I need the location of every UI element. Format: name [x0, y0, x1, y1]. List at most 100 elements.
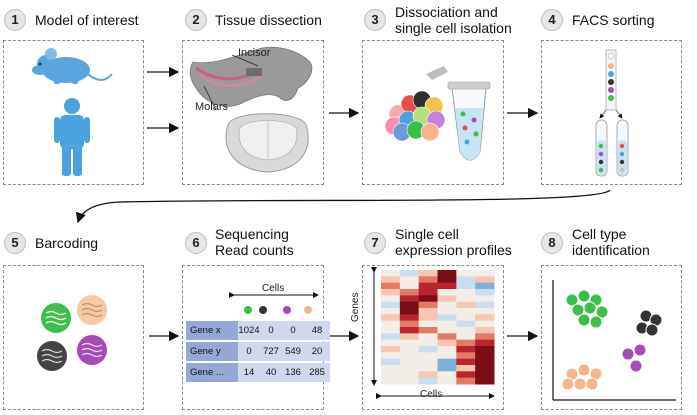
- scatter-cell: [621, 347, 635, 361]
- heatmap-cell: [437, 320, 457, 328]
- heatmap-cell: [456, 301, 476, 309]
- scatter-cell: [577, 313, 591, 327]
- heatmap-cell: [399, 270, 420, 277]
- heatmap-cell: [399, 346, 420, 353]
- scatter-cell: [561, 377, 575, 391]
- heatmap-cell: [418, 320, 438, 328]
- heatmap-cell: [437, 352, 457, 360]
- step-8-number: 8: [541, 232, 563, 254]
- heatmap-cell: [437, 295, 457, 303]
- heatmap-cell: [437, 365, 457, 372]
- heatmap-cell: [456, 276, 476, 284]
- count-cell: 0: [260, 321, 282, 340]
- heatmap-cell: [456, 371, 476, 379]
- heatmap-cell: [381, 371, 401, 379]
- heatmap-cell: [381, 289, 401, 296]
- heatmap-cell: [456, 289, 476, 296]
- heatmap-cell: [475, 276, 495, 284]
- heatmap-cell: [418, 352, 438, 360]
- heatmap-cell: [381, 270, 401, 277]
- counts-cells-label: Cells: [262, 283, 285, 294]
- heatmap-cell: [399, 327, 420, 334]
- heatmap-cell: [456, 358, 476, 366]
- heatmap-cell: [399, 371, 420, 379]
- heatmap-cell: [418, 295, 438, 303]
- heatmap-cell: [381, 333, 401, 341]
- heatmap-cell: [475, 301, 495, 309]
- human-icon: [54, 98, 90, 176]
- heatmap-cell: [418, 308, 438, 315]
- panel-identification: [541, 265, 682, 410]
- barcode-cell-icon-purple: [77, 335, 107, 365]
- scatter-cell: [585, 377, 599, 391]
- heatmap-cell: [475, 371, 495, 379]
- count-cell: 0: [238, 342, 260, 361]
- step-8-title-line2: identification: [572, 242, 650, 258]
- column-dot: [244, 306, 252, 314]
- step-4-number: 4: [541, 9, 563, 31]
- heatmap-cell: [456, 270, 476, 277]
- heatmap-cell: [399, 377, 420, 385]
- step-6-title-line2: Read counts: [215, 242, 294, 258]
- heatmap-cell: [399, 320, 420, 328]
- count-cell: 48: [304, 321, 330, 340]
- heatmap-cell: [475, 377, 495, 385]
- heatmap-cell: [418, 270, 438, 277]
- heatmap-cell: [399, 308, 420, 315]
- heatmap-cell: [381, 314, 401, 322]
- heatmap-cell: [475, 327, 495, 334]
- heatmap-x-label: Cells: [420, 389, 443, 400]
- count-cell: 0: [282, 321, 304, 340]
- heatmap-cell: [437, 333, 457, 341]
- scatter-cell: [573, 377, 587, 391]
- scatter-cell: [645, 323, 659, 337]
- heatmap-cell: [475, 339, 495, 347]
- heatmap-cell: [437, 371, 457, 379]
- heatmap-cell: [475, 295, 495, 303]
- facs-column-icon: [595, 49, 629, 177]
- step-7-title-line1: Single cell: [395, 226, 459, 242]
- molars-label: Molars: [195, 101, 229, 113]
- heatmap-cell: [475, 320, 495, 328]
- step-2-title: Tissue dissection: [215, 12, 322, 28]
- heatmap-cell: [437, 314, 457, 322]
- step-4-title: FACS sorting: [572, 12, 655, 28]
- count-cell: 40: [260, 363, 282, 382]
- flow-arrows: [75, 66, 611, 342]
- jaw-icon: [189, 46, 313, 111]
- heatmap-cell: [399, 333, 420, 341]
- scatter-clusters-icon: [552, 280, 676, 401]
- step-1-title: Model of interest: [35, 12, 139, 28]
- gene-name-cell: Gene y: [186, 342, 238, 361]
- count-cell: 1024: [238, 321, 260, 340]
- heatmap-cell: [437, 358, 457, 366]
- barcode-cell-icon-peach: [77, 295, 107, 325]
- scatter-cell: [629, 359, 643, 373]
- count-cell: 14: [238, 363, 260, 382]
- heatmap-cell: [437, 301, 457, 309]
- heatmap-cell: [418, 327, 438, 334]
- barcode-cell-icon-green: [41, 303, 71, 333]
- heatmap-cell: [456, 352, 476, 360]
- panel-barcoding: [3, 265, 144, 410]
- heatmap-cell: [399, 358, 420, 366]
- step-7-number: 7: [364, 232, 386, 254]
- heatmap-cell: [418, 339, 438, 347]
- arrow-4-wrap: [75, 189, 611, 224]
- barcode-cell-icon-black: [37, 341, 67, 371]
- heatmap-cell: [418, 314, 438, 322]
- scatter-cell: [577, 289, 591, 303]
- heatmap: [381, 270, 495, 385]
- gene-name-cell: Gene x: [186, 321, 238, 340]
- column-dot: [259, 306, 267, 314]
- heatmap-cell: [381, 282, 401, 290]
- heatmap-cell: [399, 314, 420, 322]
- step-3-number: 3: [364, 9, 386, 31]
- heatmap-cell: [437, 276, 457, 284]
- step-6-number: 6: [185, 232, 207, 254]
- panel-dissociation: [362, 40, 504, 185]
- heatmap-cell: [437, 270, 457, 277]
